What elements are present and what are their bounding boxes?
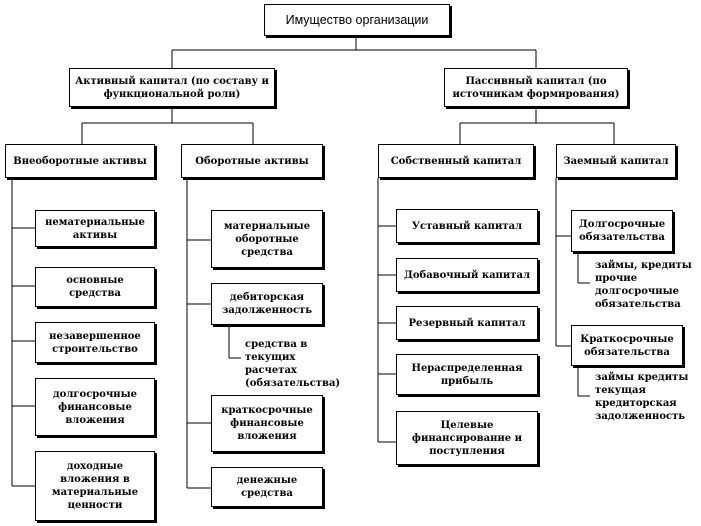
passive-capital-label: Пассивный капитал (по источникам формиро… [452, 75, 620, 100]
shortterm-liabilities-node: Краткосрочные обязательства [571, 325, 683, 366]
passive-capital-node: Пассивный капитал (по источникам формиро… [444, 68, 628, 107]
active-capital-label: Активный капитал (по составу и функциона… [75, 75, 269, 100]
equity-item: Добавочный капитал [396, 258, 538, 292]
borrowed-capital-label: Заемный капитал [563, 155, 669, 167]
noncurrent-item: незавершенное строительство [35, 322, 155, 363]
noncurrent-item: нематериальные активы [35, 210, 155, 247]
equity-item: Резервный капитал [396, 306, 538, 340]
longterm-liabilities-node: Долгосрочные обязательства [571, 210, 673, 252]
equity-item: Уставный капитал [396, 209, 538, 243]
root-label: Имущество организации [285, 12, 429, 27]
borrowed-capital-node: Заемный капитал [556, 144, 676, 178]
equity-label: Собственный капитал [390, 155, 522, 167]
active-capital-node: Активный капитал (по составу и функциона… [69, 68, 275, 107]
current-assets-node: Оборотные активы [181, 144, 323, 178]
root-node: Имущество организации [264, 4, 450, 36]
noncurrent-assets-node: Внеоборотные активы [5, 144, 155, 178]
equity-node: Собственный капитал [378, 144, 534, 178]
current-item: денежные средства [211, 467, 323, 507]
current-item: дебиторская задолженность [211, 283, 323, 325]
current-item: краткосрочные финансовые вложения [211, 395, 323, 452]
current-assets-label: Оборотные активы [195, 155, 309, 167]
noncurrent-item: доходные вложения в материальные ценност… [35, 451, 155, 521]
noncurrent-item: долгосрочные финансовые вложения [35, 378, 155, 436]
longterm-liabilities-note: займы, кредиты прочие долгосрочные обяза… [595, 260, 692, 310]
shortterm-liabilities-note: займы кредиты текущая кредиторская задол… [595, 372, 689, 422]
receivables-note: средства в текущих расчетах (обязательст… [245, 339, 341, 389]
equity-item: Нераспределенная прибыль [396, 354, 538, 395]
current-item: материальные оборотные средства [211, 210, 323, 268]
noncurrent-assets-label: Внеоборотные активы [13, 155, 147, 167]
equity-item: Целевые финансирование и поступления [396, 411, 538, 465]
noncurrent-item: основные средства [35, 267, 155, 307]
